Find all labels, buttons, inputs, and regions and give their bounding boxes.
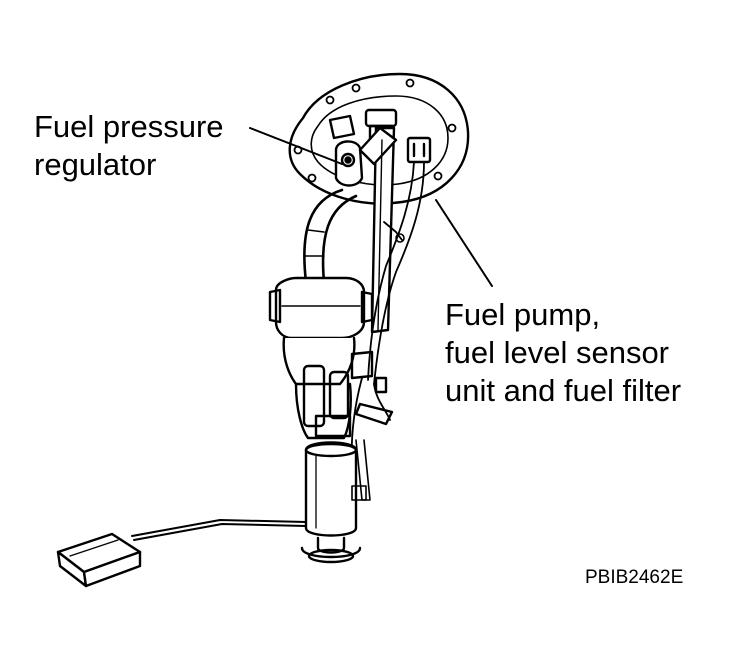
label-line: fuel level sensor: [445, 335, 670, 370]
pump-internals: [302, 350, 394, 438]
label-line: Fuel pump,: [445, 297, 601, 332]
fuel-hose: [303, 188, 358, 284]
side-rod: [351, 439, 371, 501]
figure-id: PBIB2462E: [585, 567, 684, 588]
top-fittings: [328, 108, 432, 164]
mounting-flange: [288, 72, 470, 205]
label-line: unit and fuel filter: [445, 373, 682, 408]
label-line: regulator: [34, 147, 157, 182]
pressure-regulator: [334, 140, 364, 187]
label-line: Fuel pressure: [34, 109, 224, 144]
fuel-level-float: [56, 532, 142, 588]
label-fuel-pressure-regulator: Fuel pressure regulator: [34, 108, 224, 184]
float-arm: [131, 519, 307, 541]
fuel-pump-cylinder: [300, 441, 362, 564]
leader-lines: [249, 127, 493, 287]
support-bracket: [358, 126, 398, 334]
label-fuel-pump-assembly: Fuel pump, fuel level sensor unit and fu…: [445, 296, 681, 410]
